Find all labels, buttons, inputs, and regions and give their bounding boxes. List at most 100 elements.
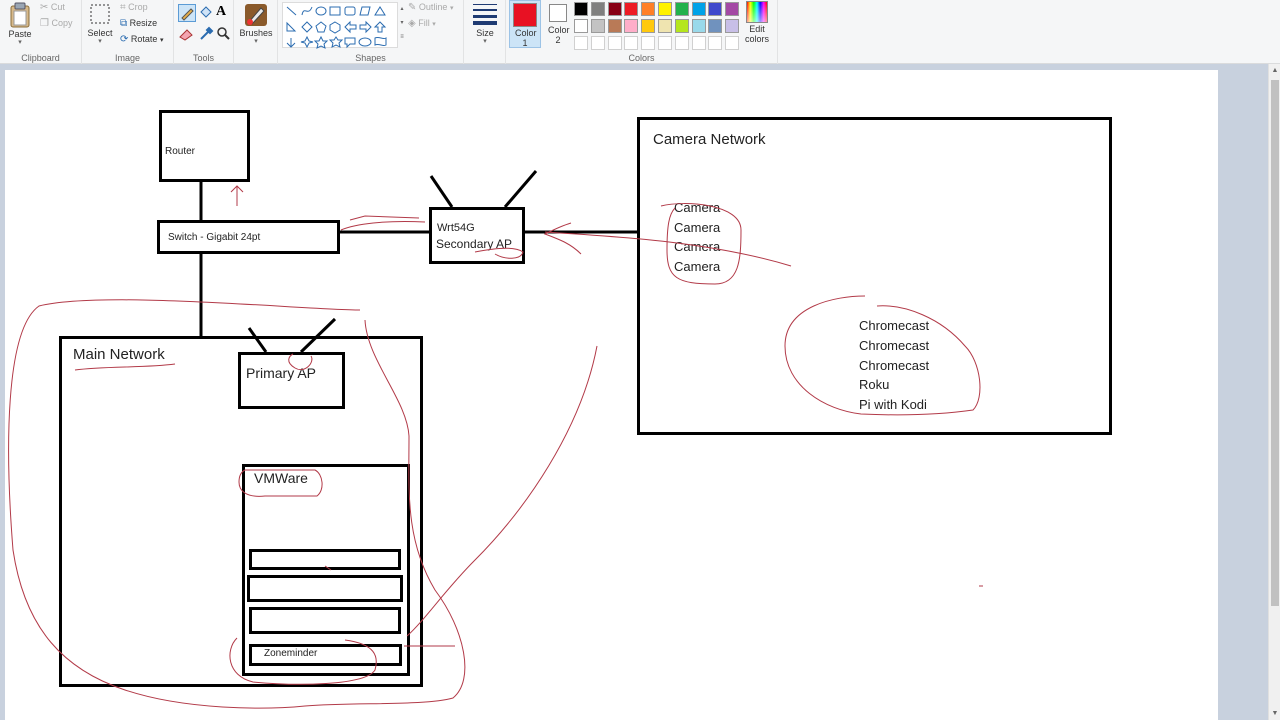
router-box (159, 110, 250, 182)
outline-label: Outline (418, 2, 448, 12)
custom-color-slot[interactable] (658, 36, 672, 50)
palette-swatch[interactable] (641, 19, 656, 33)
rotate-icon: ⟳ (120, 34, 129, 46)
copy-button[interactable]: ❐ Copy (40, 18, 73, 29)
size-button[interactable]: Size ▾ (468, 2, 502, 46)
custom-color-slot[interactable] (607, 36, 622, 50)
crop-button[interactable]: ⌗ Crop (120, 2, 148, 13)
color-picker-tool[interactable] (198, 26, 216, 44)
pencil-tool[interactable] (178, 4, 196, 22)
palette-swatch[interactable] (590, 2, 605, 16)
edit-colors-button[interactable]: Edit colors (742, 1, 772, 44)
palette-swatch[interactable] (574, 2, 588, 16)
palette-swatch[interactable] (607, 2, 622, 16)
fill-button[interactable]: ◈ Fill ▾ (408, 18, 436, 29)
rotate-dropdown-icon[interactable]: ▾ (159, 37, 164, 44)
copy-label: Copy (51, 18, 73, 28)
custom-color-slot[interactable] (590, 36, 605, 50)
palette-swatch[interactable] (658, 2, 672, 16)
paste-dropdown-icon[interactable]: ▾ (18, 39, 22, 46)
pencil-icon (181, 8, 194, 21)
vm-slot-3 (249, 607, 401, 634)
palette-swatch[interactable] (691, 19, 706, 33)
size-label: Size (476, 28, 494, 38)
palette-swatch[interactable] (624, 2, 639, 16)
magnifier-icon (217, 27, 230, 40)
resize-button[interactable]: ⧉ Resize (120, 18, 157, 29)
fill-tool[interactable] (198, 4, 216, 22)
scroll-down-icon[interactable]: ▼ (1271, 710, 1279, 717)
media-device-item: Roku (859, 377, 890, 393)
color1-button[interactable]: Color 1 (509, 0, 541, 48)
shapes-scroll[interactable]: ▴ ▾ ≡ (398, 2, 406, 48)
image-group-label: Image (114, 53, 140, 63)
custom-color-slot[interactable] (641, 36, 656, 50)
brushes-label: Brushes (239, 28, 273, 38)
outline-dropdown-icon[interactable]: ▾ (449, 5, 454, 12)
palette-swatch[interactable] (708, 2, 723, 16)
scroll-up-icon[interactable]: ▲ (1271, 67, 1279, 74)
fill-label: Fill (418, 18, 430, 28)
switch-box (157, 220, 340, 254)
primary-ap-label: Primary AP (246, 365, 317, 381)
copy-icon: ❐ (40, 18, 49, 30)
custom-color-slot[interactable] (674, 36, 689, 50)
select-button[interactable]: Select ▾ (86, 3, 114, 46)
crop-icon: ⌗ (120, 2, 126, 14)
magnifier-tool[interactable] (216, 26, 232, 44)
camera-network-label: Camera Network (653, 131, 766, 148)
custom-color-slot[interactable] (691, 36, 706, 50)
paste-button[interactable]: Paste ▾ (4, 2, 36, 47)
shapes-expand-icon[interactable]: ≡ (400, 34, 404, 40)
palette-swatch[interactable] (658, 19, 672, 33)
paste-label: Paste (8, 29, 32, 39)
cut-button[interactable]: ✂ Cut (40, 2, 65, 13)
camera-list: Camera Camera Camera Camera (674, 198, 720, 277)
palette-swatch[interactable] (725, 2, 740, 16)
palette-swatch[interactable] (691, 2, 706, 16)
palette-swatch[interactable] (674, 2, 689, 16)
drawing-canvas[interactable]: Router Switch - Gigabit 24pt Wrt54G Seco… (5, 70, 1218, 720)
brushes-button[interactable]: Brushes ▾ (238, 2, 274, 46)
shapes-scroll-up-icon[interactable]: ▴ (400, 6, 404, 12)
shapes-scroll-down-icon[interactable]: ▾ (400, 20, 404, 26)
outline-button[interactable]: ✎ Outline ▾ (408, 2, 453, 13)
rotate-button[interactable]: ⟳ Rotate ▾ (120, 34, 163, 45)
custom-color-slot[interactable] (574, 36, 588, 50)
vmware-label: VMWare (254, 470, 308, 486)
palette-swatch[interactable] (590, 19, 605, 33)
colors-group-label: Colors (628, 53, 655, 63)
brushes-dropdown-icon[interactable]: ▾ (254, 38, 258, 45)
palette-swatch[interactable] (708, 19, 723, 33)
palette-swatch[interactable] (624, 19, 639, 33)
palette-swatch[interactable] (574, 19, 588, 33)
media-device-item: Chromecast (859, 318, 930, 333)
switch-label: Switch - Gigabit 24pt (168, 232, 261, 243)
vertical-scrollbar[interactable]: ▲ ▼ (1268, 64, 1280, 720)
palette-swatch[interactable] (725, 19, 740, 33)
fill-dropdown-icon[interactable]: ▾ (432, 21, 436, 28)
shapes-gallery[interactable] (282, 2, 398, 49)
select-dropdown-icon[interactable]: ▾ (98, 38, 102, 45)
camera-item: Camera (674, 259, 721, 275)
color2-button[interactable]: Color 2 (544, 0, 572, 48)
palette-swatch[interactable] (607, 19, 622, 33)
color1-swatch (513, 3, 537, 27)
color2-swatch (549, 4, 567, 22)
text-tool[interactable]: A (216, 4, 232, 22)
media-device-item: Chromecast (859, 357, 930, 373)
size-dropdown-icon[interactable]: ▾ (483, 38, 487, 45)
shapes-group: ▴ ▾ ≡ ✎ Outline ▾ ◈ Fill ▾ Shapes (278, 0, 464, 64)
vm-slot-1 (249, 549, 401, 570)
scrollbar-thumb[interactable] (1271, 80, 1279, 606)
palette-swatch[interactable] (641, 2, 656, 16)
custom-color-slot[interactable] (624, 36, 639, 50)
custom-color-slot[interactable] (708, 36, 723, 50)
router-label: Router (165, 146, 196, 157)
clipboard-group: Paste ▾ ✂ Cut ❐ Copy Clipboard (0, 0, 82, 64)
custom-color-slot[interactable] (725, 36, 740, 50)
image-group: Select ▾ ⌗ Crop ⧉ Resize ⟳ Rotate ▾ Imag… (82, 0, 174, 64)
palette-swatch[interactable] (674, 19, 689, 33)
eraser-tool[interactable] (178, 26, 196, 44)
selection-rectangle-icon (90, 4, 110, 24)
